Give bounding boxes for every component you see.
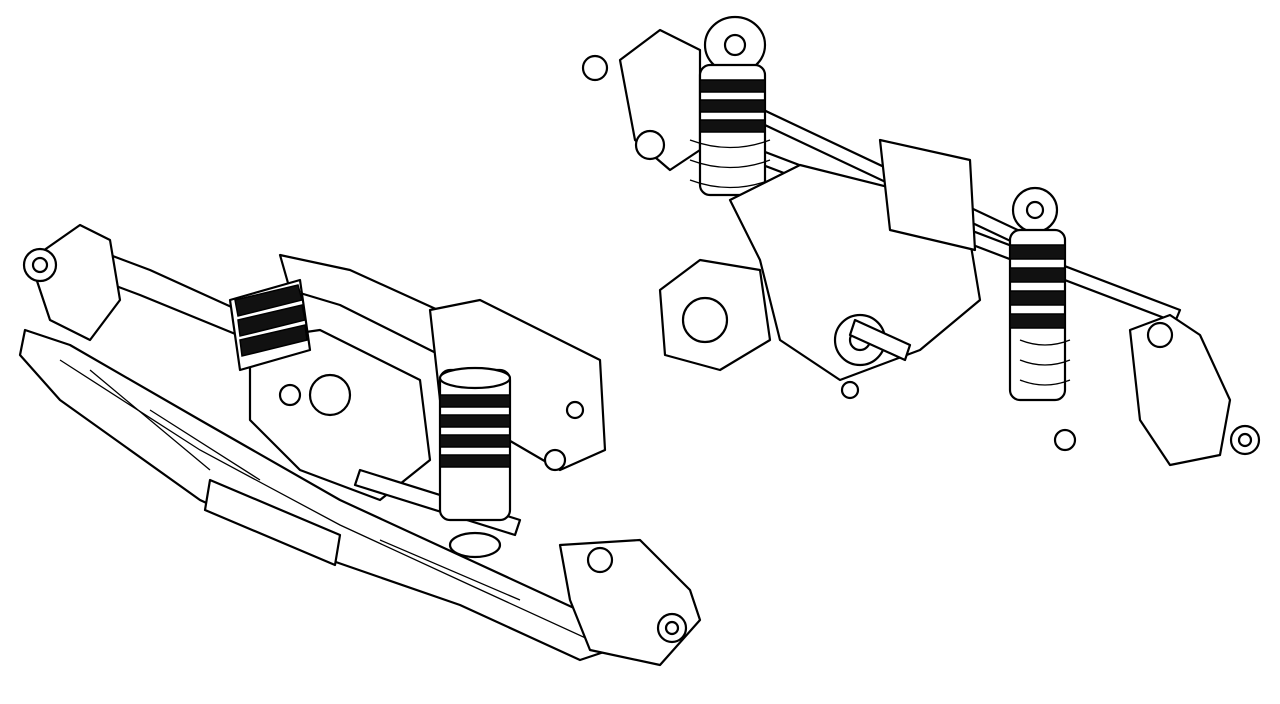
shock-absorber-right-2 [1008,186,1077,452]
tube [203,478,342,567]
hub-lower-right [1128,313,1232,467]
shock-absorber-center [438,366,512,559]
lower-arm [18,328,612,662]
gearbox [248,328,432,502]
shock-absorber-right-1 [689,15,771,197]
top-block [878,138,977,252]
hub-left [28,223,122,342]
shock-absorber-left [228,278,312,372]
right-suspension-assembly [581,15,1261,467]
left-suspension-assembly [18,223,702,667]
